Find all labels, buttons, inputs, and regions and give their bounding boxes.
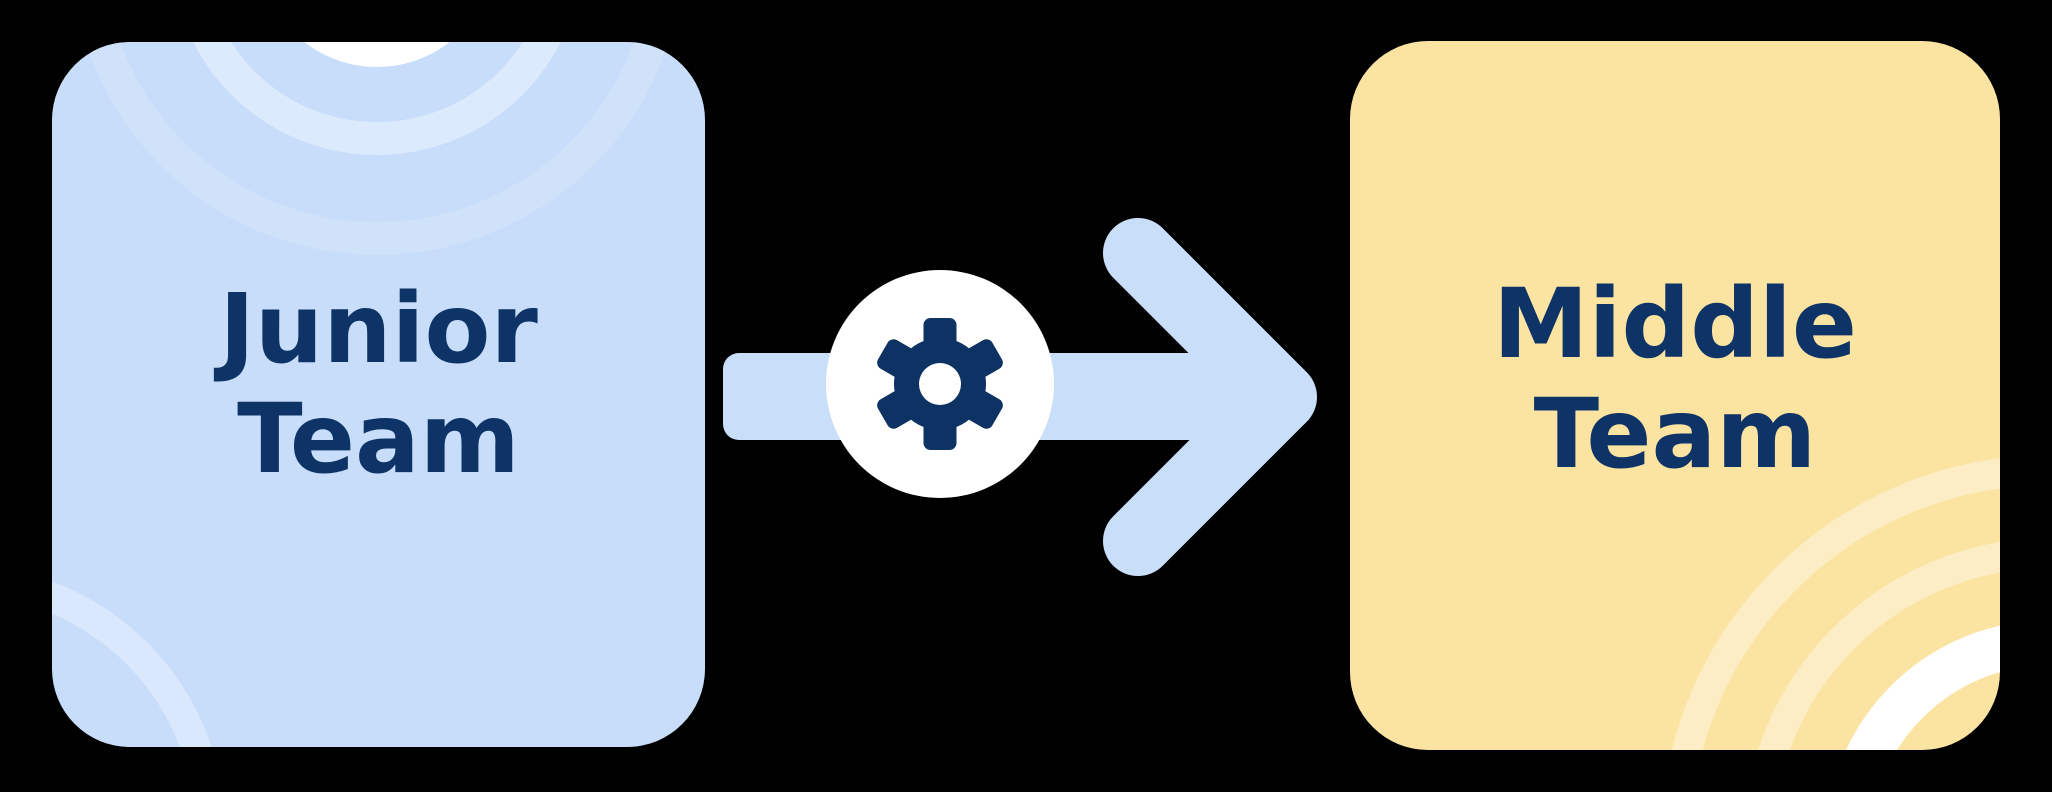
decorative-ring-middle <box>1743 538 2000 750</box>
node-label-middle-team: Middle Team <box>1493 268 1857 490</box>
arrow-head <box>1103 218 1317 576</box>
decorative-ring-outer <box>1660 455 2000 750</box>
gear-icon <box>877 318 1003 450</box>
node-label-junior-team: Junior Team <box>219 273 538 495</box>
node-middle-team: Middle Team <box>1350 41 2000 750</box>
